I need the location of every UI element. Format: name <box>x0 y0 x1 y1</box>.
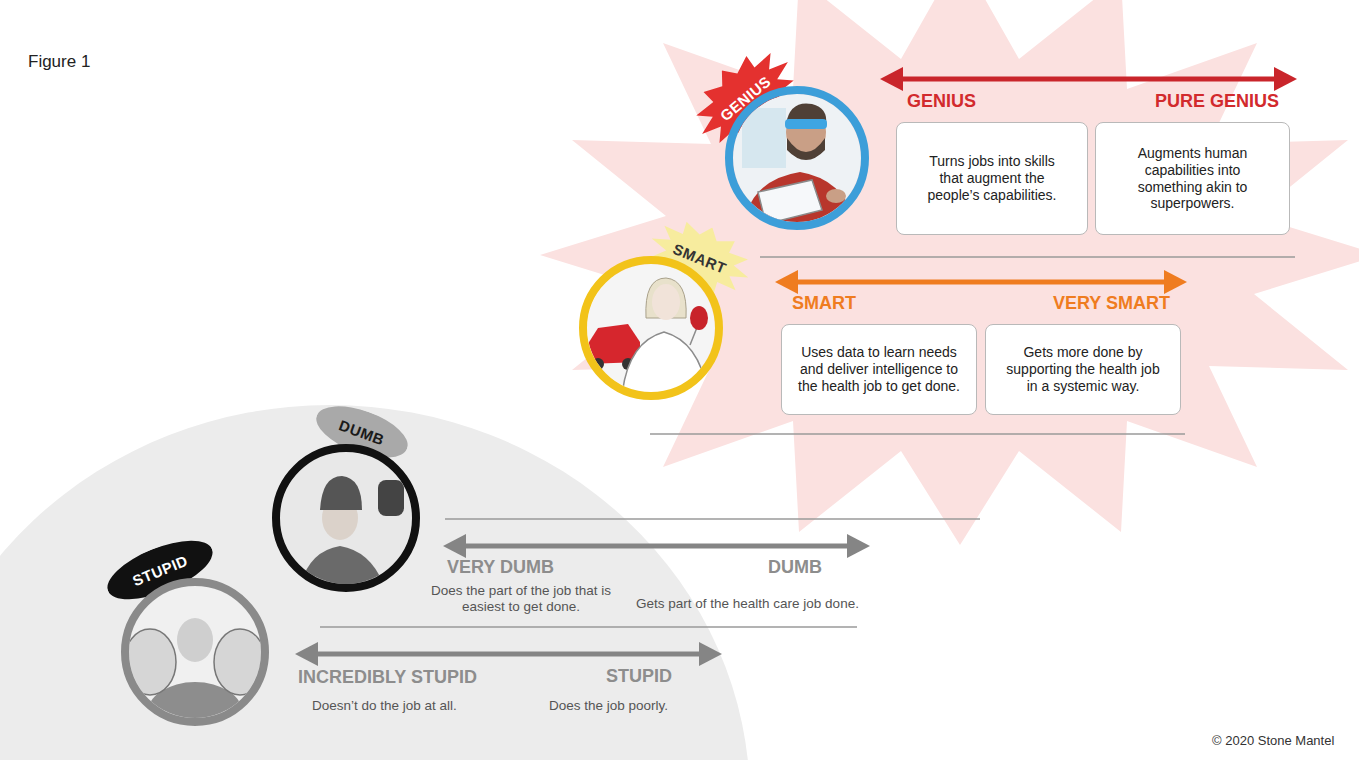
arrow-head <box>847 534 870 558</box>
level-description: Does the part of the job that is easiest… <box>428 583 614 615</box>
level-badge: SMART <box>639 208 760 308</box>
avatar-head <box>652 284 680 320</box>
avatar-hair <box>646 278 686 318</box>
avatar-beanie <box>320 476 362 510</box>
divider-line <box>320 626 857 628</box>
avatar-head <box>177 618 213 662</box>
stupid-ring <box>125 582 265 722</box>
avatar-head <box>322 496 358 540</box>
level-description: Turns jobs into skills that augment the … <box>917 153 1067 203</box>
arrow-head <box>1164 270 1187 294</box>
avatar-body <box>622 332 708 395</box>
arrow-head <box>295 642 318 666</box>
smart-avatar <box>584 264 715 395</box>
figure-number: Figure 1 <box>28 52 90 72</box>
arm-line <box>690 325 698 345</box>
arrow-shaft <box>898 77 1279 82</box>
avatar-body <box>298 546 388 598</box>
avatar-glove <box>690 306 708 330</box>
level-heading: SMART <box>792 293 856 314</box>
speech-blob <box>100 529 220 612</box>
starburst <box>679 34 811 161</box>
scale-arrow <box>880 67 1297 91</box>
divider-line <box>650 433 1185 435</box>
burst-background <box>540 0 1359 545</box>
level-name: INCREDIBLY STUPID <box>298 667 477 689</box>
hologram-screen <box>742 108 786 168</box>
arrow-shaft <box>461 544 852 549</box>
level-name: DUMB <box>768 557 822 579</box>
dumb-avatar <box>280 452 412 598</box>
level-description: Gets more done by supporting the health … <box>1001 344 1166 394</box>
genius-avatar <box>733 94 861 232</box>
avatar-body <box>742 172 858 232</box>
arrow-head <box>443 534 466 558</box>
genius-ring <box>729 90 865 226</box>
avatar-hair <box>786 103 826 124</box>
divider-line <box>445 518 980 520</box>
boxing-glove <box>124 629 176 695</box>
avatar-hand <box>826 189 846 203</box>
level-heading: PURE GENIUS <box>1155 91 1279 112</box>
stupid-avatar <box>124 586 266 746</box>
copyright-note: © 2020 Stone Mantel <box>1212 733 1334 749</box>
dumb-ring <box>276 448 416 588</box>
scale-arrow <box>775 270 1187 294</box>
level-description: Gets part of the health care job done. <box>636 596 859 612</box>
grey-zone <box>0 405 750 760</box>
avatar-beard <box>787 138 825 160</box>
level-name: VERY DUMB <box>447 557 554 579</box>
level-badge: GENIUS <box>679 34 811 161</box>
level-badge: DUMB <box>310 396 415 468</box>
level-box: SMARTUses data to learn needs and delive… <box>781 324 977 415</box>
scale-arrow <box>295 642 722 666</box>
arrow-head <box>880 67 903 91</box>
avatar-glove <box>378 480 404 516</box>
avatar-backdrop <box>129 586 261 718</box>
avatar-visor <box>785 119 827 129</box>
smart-ring <box>583 260 719 396</box>
level-description: Does the job poorly. <box>549 698 668 714</box>
car-wheel <box>592 358 604 370</box>
car-wheel <box>622 358 634 370</box>
level-box: GENIUSTurns jobs into skills that augmen… <box>896 122 1088 235</box>
arrow-head <box>775 270 798 294</box>
speech-blob <box>310 396 415 468</box>
starburst <box>639 208 760 308</box>
level-name: STUPID <box>606 666 672 688</box>
level-description: Doesn’t do the job at all. <box>312 698 457 714</box>
boxing-glove <box>214 629 266 695</box>
level-box: VERY SMARTGets more done by supporting t… <box>985 324 1181 415</box>
avatar-body <box>147 682 243 746</box>
level-box: PURE GENIUSAugments human capabilities i… <box>1095 122 1290 235</box>
avatar-car <box>584 324 640 364</box>
scale-arrow <box>443 534 870 558</box>
avatar-backdrop <box>733 94 861 222</box>
arrow-shaft <box>313 652 704 657</box>
divider-line <box>760 256 1295 258</box>
avatar-head <box>786 107 826 157</box>
avatar-tablet <box>758 180 822 224</box>
level-description: Augments human capabilities into somethi… <box>1125 145 1260 212</box>
avatar-backdrop <box>587 264 715 392</box>
arrow-head <box>1274 67 1297 91</box>
level-description: Uses data to learn needs and deliver int… <box>792 344 967 394</box>
arrow-head <box>699 642 722 666</box>
level-heading: VERY SMART <box>1053 293 1170 314</box>
arrow-shaft <box>793 280 1169 285</box>
avatar-backdrop <box>280 452 412 584</box>
level-badge: STUPID <box>100 529 220 612</box>
level-heading: GENIUS <box>907 91 976 112</box>
